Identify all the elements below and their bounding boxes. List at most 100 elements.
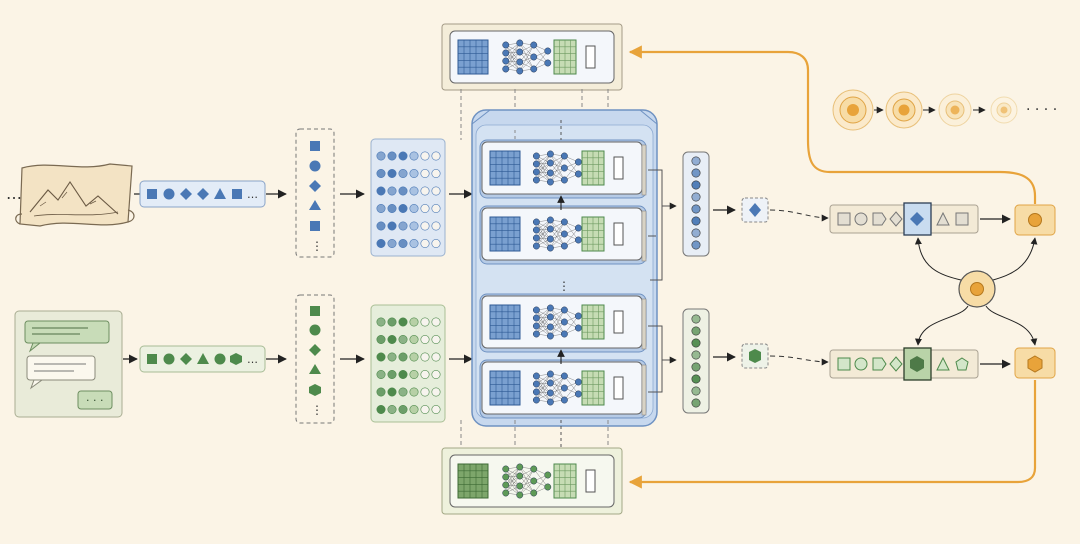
neural-network-icon xyxy=(516,482,524,490)
matrix-dot xyxy=(376,169,386,179)
matrix-dot xyxy=(409,404,419,414)
neural-network-icon xyxy=(516,463,524,471)
neural-network-icon xyxy=(546,159,554,167)
neural-network-icon xyxy=(532,218,540,226)
net-edge xyxy=(536,373,551,401)
matrix-dot xyxy=(398,404,408,414)
matrix-dot xyxy=(398,204,408,214)
neural-network-icon xyxy=(560,230,568,238)
model-block-side xyxy=(641,210,647,262)
net-edge xyxy=(536,309,551,328)
neural-network-icon xyxy=(532,314,540,322)
matrix-dot xyxy=(398,369,408,379)
vector-element xyxy=(691,156,701,166)
matrix-dot xyxy=(376,186,386,196)
net-edge xyxy=(536,309,551,337)
net-edge xyxy=(519,51,534,70)
matrix-dot xyxy=(409,221,419,231)
net-edge xyxy=(505,468,520,487)
neural-network-icon xyxy=(532,152,540,160)
net-edge xyxy=(519,468,534,487)
matrix-dot xyxy=(387,352,397,362)
net-edge xyxy=(536,219,551,239)
neural-network-icon xyxy=(532,234,540,242)
net-edge xyxy=(550,155,565,174)
neural-network-icon xyxy=(502,41,510,49)
net-edge xyxy=(505,44,520,72)
neural-network-icon xyxy=(502,65,510,73)
matrix-dot xyxy=(420,369,430,379)
net-edge xyxy=(550,162,565,181)
neural-network-icon xyxy=(532,160,540,168)
neural-network-icon xyxy=(532,388,540,396)
neural-network-icon xyxy=(560,218,568,226)
matrix-dot xyxy=(398,317,408,327)
neural-network-icon xyxy=(546,304,554,312)
neural-network-icon xyxy=(532,322,540,330)
output-slot xyxy=(613,376,624,400)
matrix-dot xyxy=(420,352,430,362)
matrix-dot xyxy=(376,317,386,327)
net-edge xyxy=(536,317,551,337)
matrix-grid-icon xyxy=(489,216,521,252)
neural-network-icon xyxy=(502,481,510,489)
neural-network-icon xyxy=(574,236,582,244)
neural-network-icon xyxy=(574,390,582,398)
output-slot xyxy=(585,45,596,69)
vector-element xyxy=(691,386,701,396)
neural-network-icon xyxy=(546,150,554,158)
net-edge xyxy=(536,375,551,394)
net-edge xyxy=(536,219,551,247)
center-stack-dots: ⋮ xyxy=(558,279,570,293)
center-layers xyxy=(479,139,647,419)
matrix-dot xyxy=(387,151,397,161)
neural-network-icon xyxy=(516,491,524,499)
matrix-dot xyxy=(409,352,419,362)
neural-network-icon xyxy=(560,164,568,172)
neural-network-icon xyxy=(560,330,568,338)
matrix-dot xyxy=(376,387,386,397)
neural-network-icon xyxy=(502,49,510,57)
matrix-dot xyxy=(387,239,397,249)
output-slot xyxy=(613,222,624,246)
top-input-ellipsis: … xyxy=(6,184,22,203)
matrix-dot xyxy=(420,186,430,196)
matrix-grid-icon xyxy=(489,304,521,340)
net-edge xyxy=(550,375,565,394)
neural-network-icon xyxy=(546,244,554,252)
vector-element xyxy=(691,204,701,214)
top-output-vector xyxy=(682,151,710,257)
top-column-dots: ⋮ xyxy=(311,239,323,253)
matrix-dot xyxy=(420,204,430,214)
bottom-frozen-model xyxy=(441,447,623,515)
neural-network-icon xyxy=(560,396,568,404)
matrix-dot xyxy=(387,369,397,379)
neural-network-icon xyxy=(530,41,538,49)
matrix-dot xyxy=(376,151,386,161)
matrix-dot xyxy=(376,404,386,414)
output-slot xyxy=(613,156,624,180)
matrix-dot xyxy=(431,239,441,249)
matrix-dot xyxy=(431,404,441,414)
matrix-dot xyxy=(409,317,419,327)
neural-network-icon xyxy=(560,306,568,314)
neural-network-icon xyxy=(546,235,554,243)
net-edge xyxy=(536,307,551,335)
net-edge xyxy=(519,44,534,63)
matrix-dot xyxy=(398,186,408,196)
matrix-dot xyxy=(431,352,441,362)
net-edge xyxy=(505,42,520,70)
net-edge xyxy=(536,153,551,173)
matrix-dot xyxy=(431,204,441,214)
net-edge xyxy=(564,315,579,335)
matrix-dot xyxy=(376,239,386,249)
bottom-output-vector xyxy=(682,308,710,414)
neural-network-icon xyxy=(532,330,540,338)
net-edge xyxy=(519,475,534,494)
neural-network-icon xyxy=(574,158,582,166)
neural-network-icon xyxy=(574,324,582,332)
matrix-dot xyxy=(431,387,441,397)
net-edge xyxy=(550,219,565,247)
net-edge xyxy=(536,155,551,174)
